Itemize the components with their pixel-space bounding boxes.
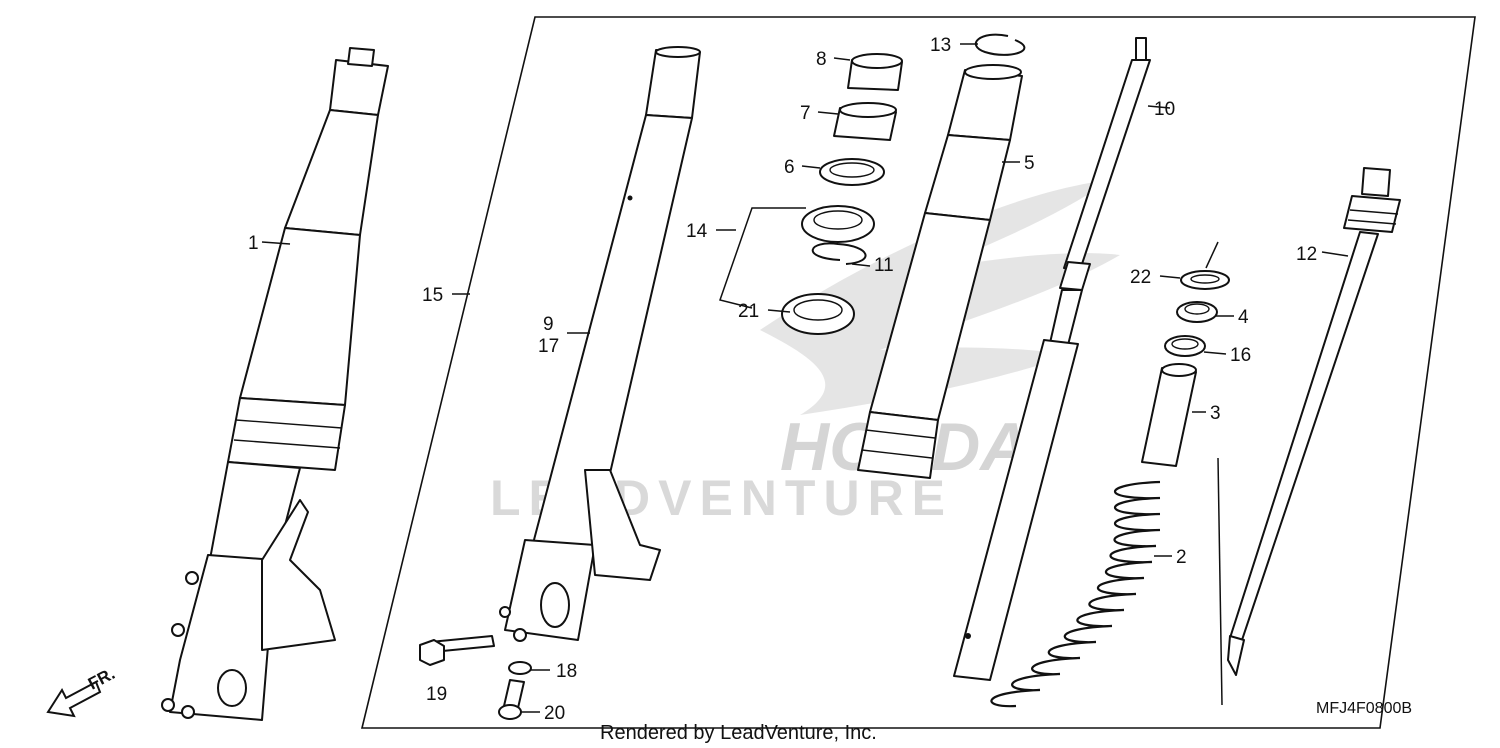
callout-3: 3 xyxy=(1210,403,1221,424)
bushing-upper xyxy=(847,53,903,91)
spacer-ring xyxy=(1164,335,1206,357)
outer-tube xyxy=(857,64,1023,479)
callout-13: 13 xyxy=(930,35,951,56)
socket-bolt xyxy=(498,679,525,720)
dust-seal xyxy=(781,293,855,335)
callout-20: 20 xyxy=(544,703,565,724)
callout-18: 18 xyxy=(556,661,577,682)
diagram-code: MFJ4F0800B xyxy=(1316,700,1412,717)
callout-7: 7 xyxy=(800,103,811,124)
callout-5: 5 xyxy=(1024,153,1035,174)
callout-10: 10 xyxy=(1154,99,1175,120)
stopper-ring xyxy=(811,242,867,265)
callout-9: 9 xyxy=(543,314,554,335)
length-arrow xyxy=(1205,241,1223,706)
callout-22: 22 xyxy=(1130,267,1151,288)
callout-19: 19 xyxy=(426,684,447,705)
callout-labels: 1 2 3 4 5 6 7 8 9 10 11 12 13 14 15 16 1… xyxy=(248,35,1317,724)
callout-11: 11 xyxy=(874,255,894,276)
callout-12: 12 xyxy=(1296,244,1317,265)
axle-pinch-bolt xyxy=(419,635,495,666)
spring-collar xyxy=(1141,363,1197,467)
leader-lines xyxy=(261,43,1349,713)
callout-8: 8 xyxy=(816,49,827,70)
back-up-ring xyxy=(819,158,885,186)
fork-assembly-complete xyxy=(161,47,389,721)
damper-rod xyxy=(953,37,1151,681)
callout-14: 14 xyxy=(686,221,708,242)
callout-17: 17 xyxy=(538,336,559,357)
fork-bolt-assembly xyxy=(1227,167,1401,676)
spring-seat-washer xyxy=(1180,270,1230,290)
bushing-lower xyxy=(833,102,897,141)
callout-16: 16 xyxy=(1230,345,1251,366)
snap-ring xyxy=(974,33,1026,56)
fork-spring xyxy=(990,480,1161,708)
callout-21: 21 xyxy=(738,301,759,322)
callout-2: 2 xyxy=(1176,547,1187,568)
callout-15: 15 xyxy=(422,285,443,306)
callout-6: 6 xyxy=(784,157,795,178)
callout-1: 1 xyxy=(248,233,259,254)
inner-tube-axle-holder xyxy=(499,46,701,642)
assembly-frame xyxy=(360,16,1476,729)
oil-seal xyxy=(801,205,875,243)
rendered-by-footer: Rendered by LeadVenture, Inc. xyxy=(600,722,877,744)
washer xyxy=(508,661,532,675)
spring-seat xyxy=(1176,301,1218,323)
front-direction-arrow: FR. xyxy=(46,664,118,718)
callout-4: 4 xyxy=(1238,307,1249,328)
